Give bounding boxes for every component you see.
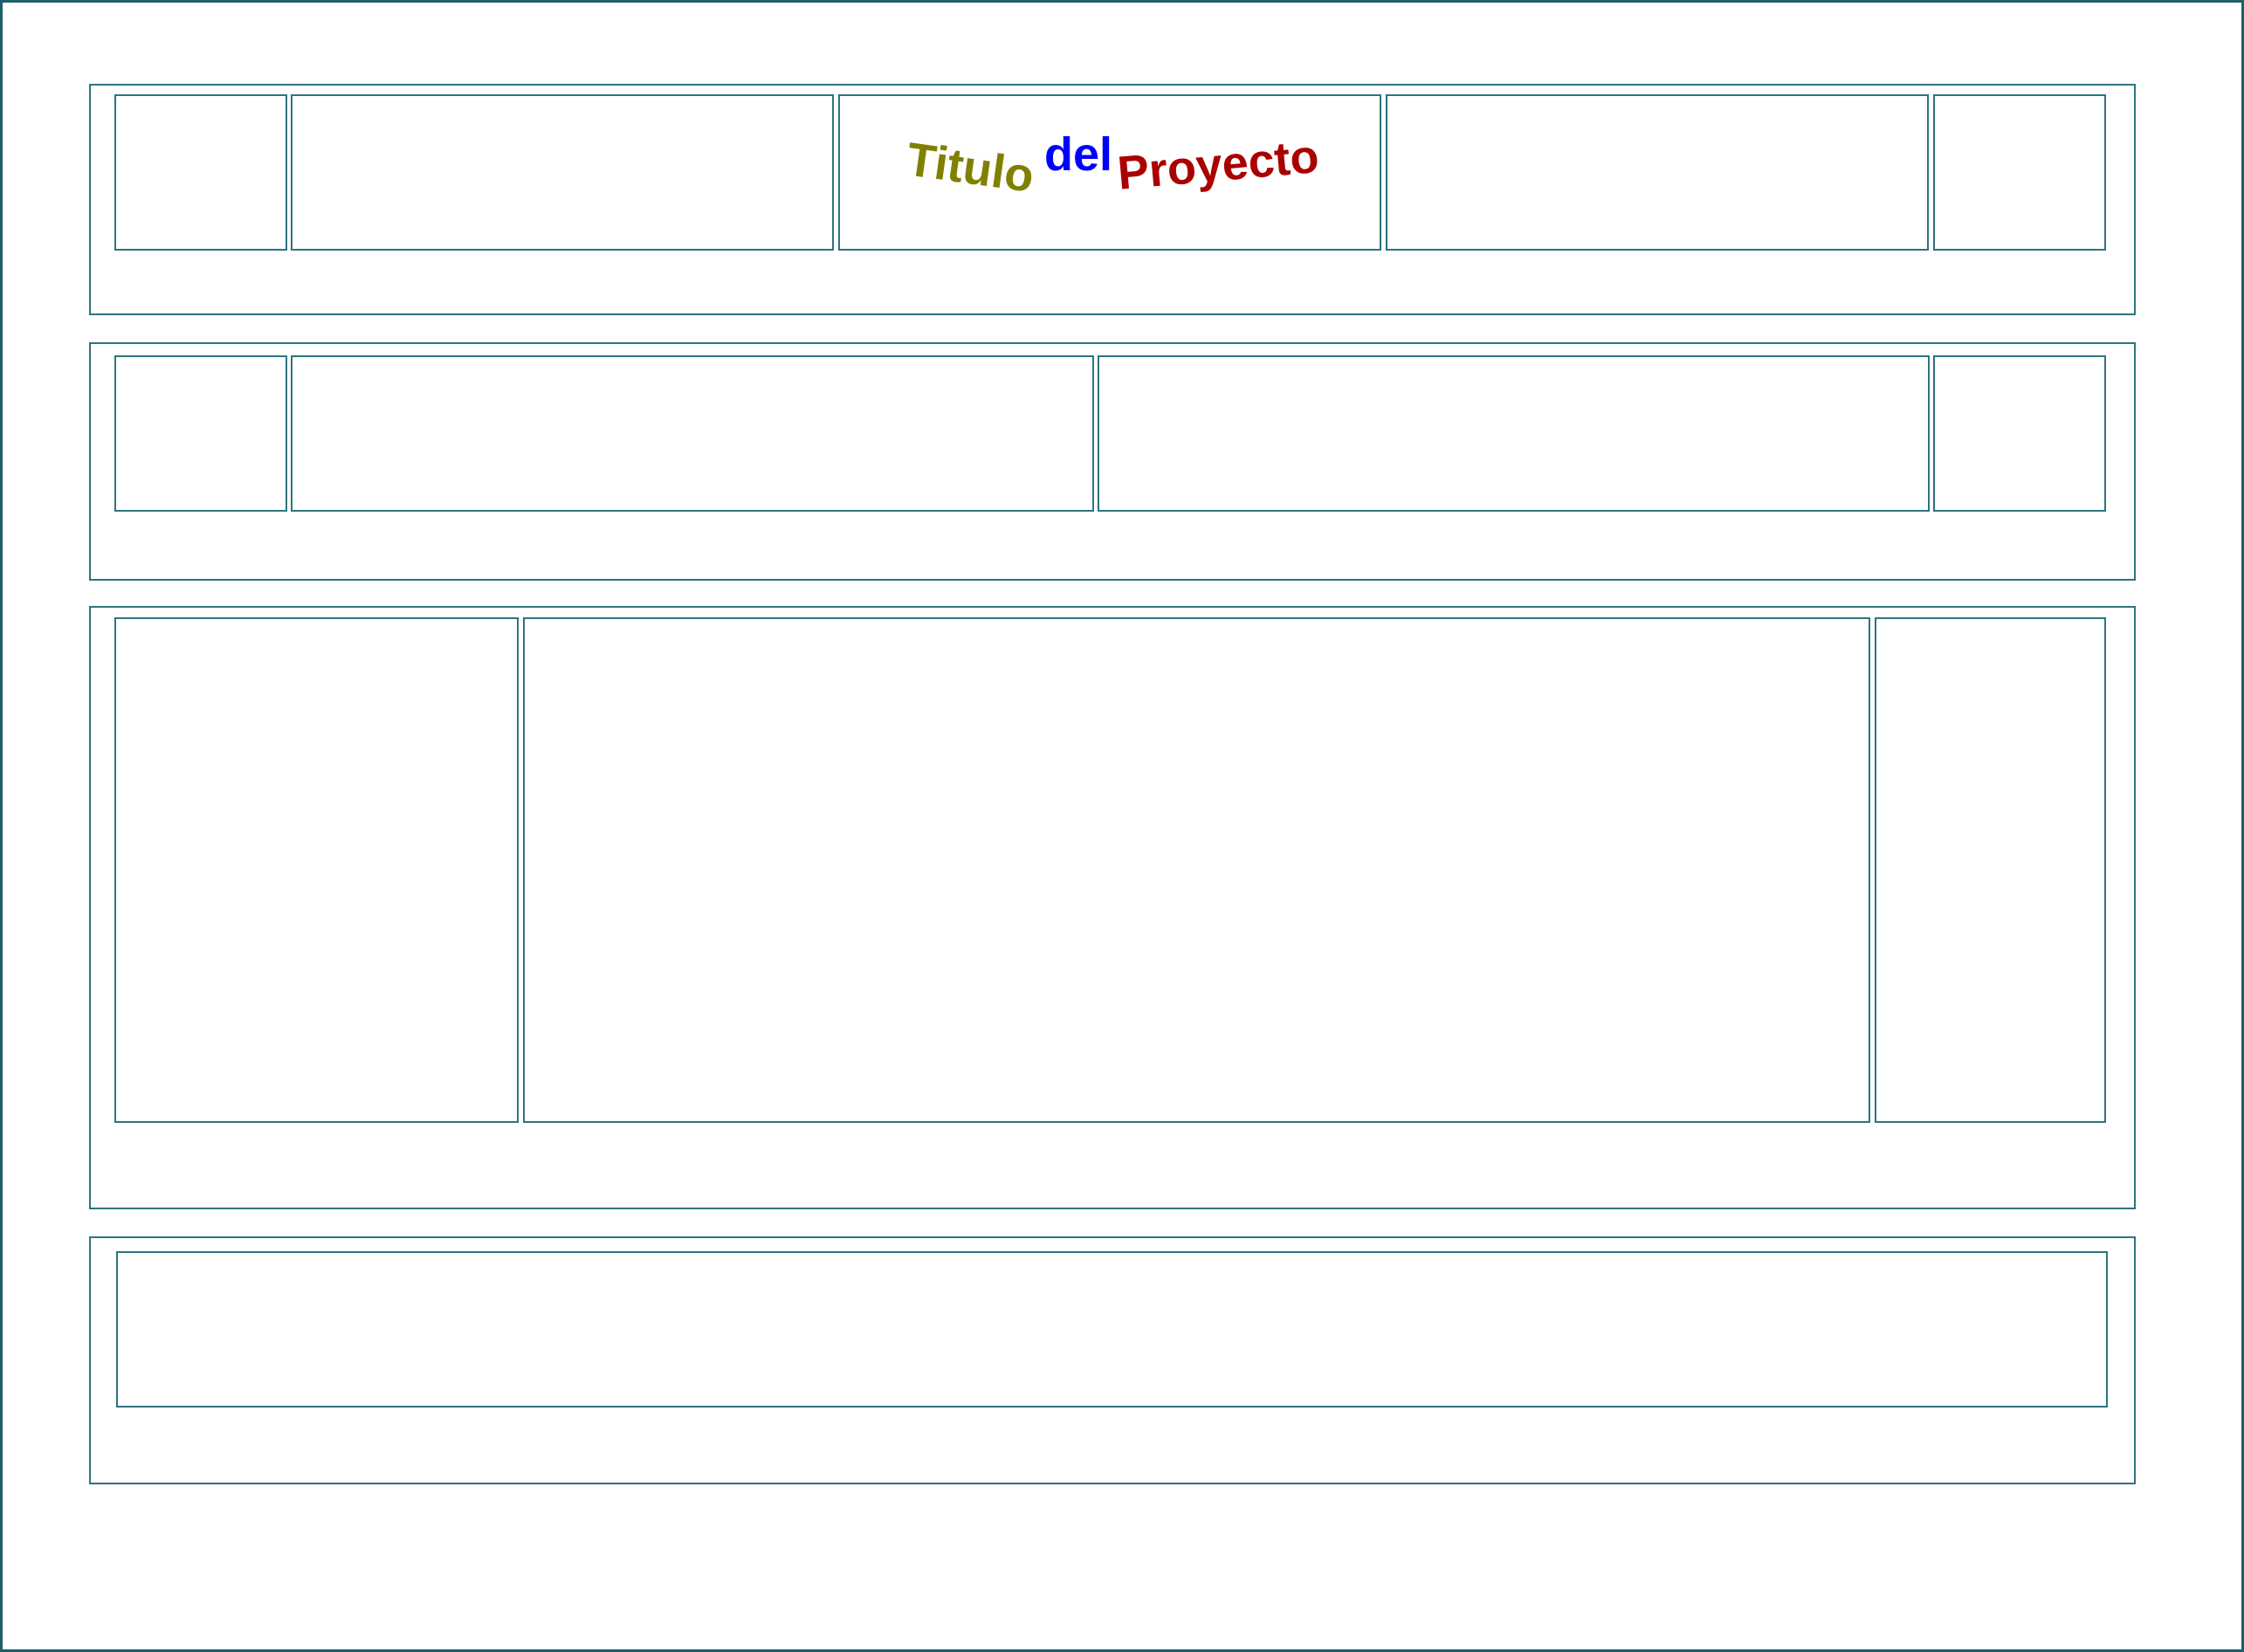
header-cell-2	[291, 94, 834, 251]
header-cell-5	[1933, 94, 2106, 251]
nav-panel	[89, 342, 2136, 581]
header-cell-4	[1386, 94, 1929, 251]
header-cell-1	[114, 94, 287, 251]
nav-cell-1	[114, 355, 287, 512]
footer-content	[116, 1251, 2108, 1408]
nav-cell-3	[1098, 355, 1930, 512]
header-panel: Titulo del Proyecto	[89, 84, 2136, 315]
main-panel	[89, 606, 2136, 1209]
title-word-1: Titulo	[903, 133, 1037, 203]
title-word-3: Proyecto	[1115, 129, 1321, 200]
title-word-2: del	[1044, 128, 1113, 181]
nav-cell-2	[291, 355, 1094, 512]
left-sidebar	[114, 617, 519, 1123]
main-content	[523, 617, 1870, 1123]
footer-panel	[89, 1236, 2136, 1484]
right-sidebar	[1875, 617, 2106, 1123]
nav-cell-4	[1933, 355, 2106, 512]
title-cell: Titulo del Proyecto	[838, 94, 1381, 251]
project-title: Titulo del Proyecto	[840, 96, 1380, 249]
